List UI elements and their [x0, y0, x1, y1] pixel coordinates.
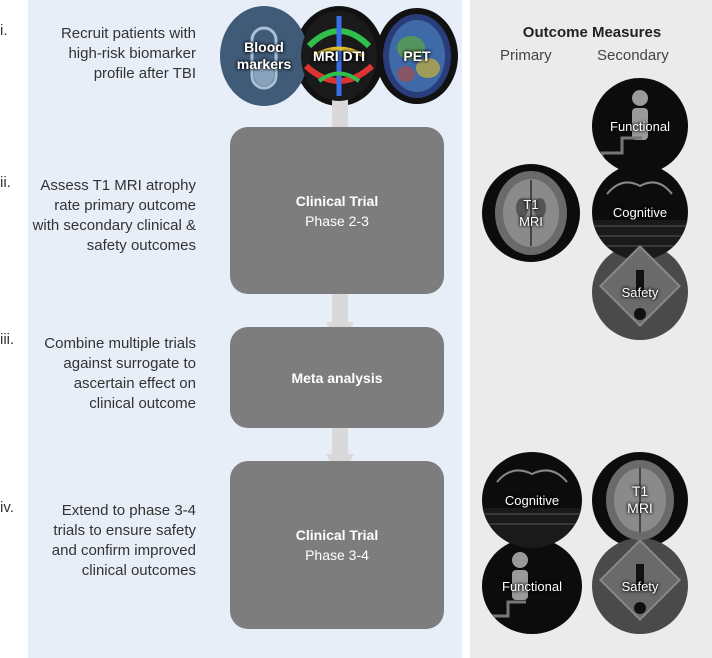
meta-analysis-box: Meta analysis [230, 327, 444, 428]
functional-label-2: Functional [502, 578, 562, 594]
pet-circle: PET [376, 8, 458, 104]
primary-t1-mri-label: T1 MRI [519, 197, 543, 229]
clinical-trial-phase-3-4-box: Clinical Trial Phase 3-4 [230, 461, 444, 629]
box-3-title: Clinical Trial [295, 527, 379, 543]
secondary-header: Secondary [597, 47, 669, 64]
outcome-measures-title: Outcome Measures [522, 24, 662, 41]
t1-mri-label-2: T1 MRI [627, 483, 653, 516]
dti-brain-icon [301, 11, 377, 101]
safety-label-2: Safety [621, 578, 659, 594]
pet-brain-icon [383, 14, 451, 98]
secondary-safety-circle-1: Safety [592, 244, 688, 340]
blood-markers-label: Blood markers [236, 39, 292, 72]
cognitive-label-2: Cognitive [504, 492, 560, 508]
step-3-number: iii. [0, 331, 15, 348]
mri-dti-circle: MRI DTI [294, 6, 384, 106]
step-4-text: Extend to phase 3-4 trials to ensure saf… [51, 502, 196, 579]
cognitive-test-icon [482, 469, 582, 548]
step-4-number: iv. [0, 499, 14, 516]
blood-markers-circle: Blood markers [220, 6, 308, 106]
secondary-cognitive-label-1: Cognitive [612, 204, 668, 220]
warning-sign-icon [598, 538, 682, 622]
step-2-text: Assess T1 MRI atrophy rate primary outco… [32, 177, 196, 254]
primary-header: Primary [500, 47, 552, 64]
primary-t1-mri-circle: T1 MRI [482, 164, 580, 262]
secondary-functional-label-1: Functional [610, 118, 670, 134]
step-1-number: i. [0, 22, 8, 39]
stair-climber-icon [600, 90, 648, 168]
warning-sign-icon [598, 244, 682, 328]
safety-circle-2: Safety [592, 538, 688, 634]
step-1-text: Recruit patients with high-risk biomarke… [60, 25, 196, 82]
stair-climber-icon [488, 552, 528, 628]
secondary-safety-label-1: Safety [621, 284, 659, 300]
clinical-trial-phase-2-3-box: Clinical Trial Phase 2-3 [230, 127, 444, 294]
box-2-title: Meta analysis [291, 369, 383, 386]
box-1-title: Clinical Trial [295, 192, 379, 209]
mri-dti-label: MRI DTI [312, 47, 366, 64]
step-2-number: ii. [0, 174, 11, 191]
functional-circle-2: Functional [482, 538, 582, 634]
step-3-text: Combine multiple trials against surrogat… [44, 335, 196, 412]
secondary-functional-circle-1: Functional [592, 78, 688, 174]
pet-label: PET [403, 47, 431, 64]
cognitive-circle-2: Cognitive [482, 452, 582, 548]
t1-mri-circle-2: T1 MRI [592, 452, 688, 548]
test-tube-icon [250, 26, 278, 90]
box-1-subtitle: Phase 2-3 [305, 212, 369, 229]
t1-brain-icon [495, 171, 567, 255]
t1-brain-icon [606, 460, 674, 540]
box-3-subtitle: Phase 3-4 [305, 547, 369, 563]
